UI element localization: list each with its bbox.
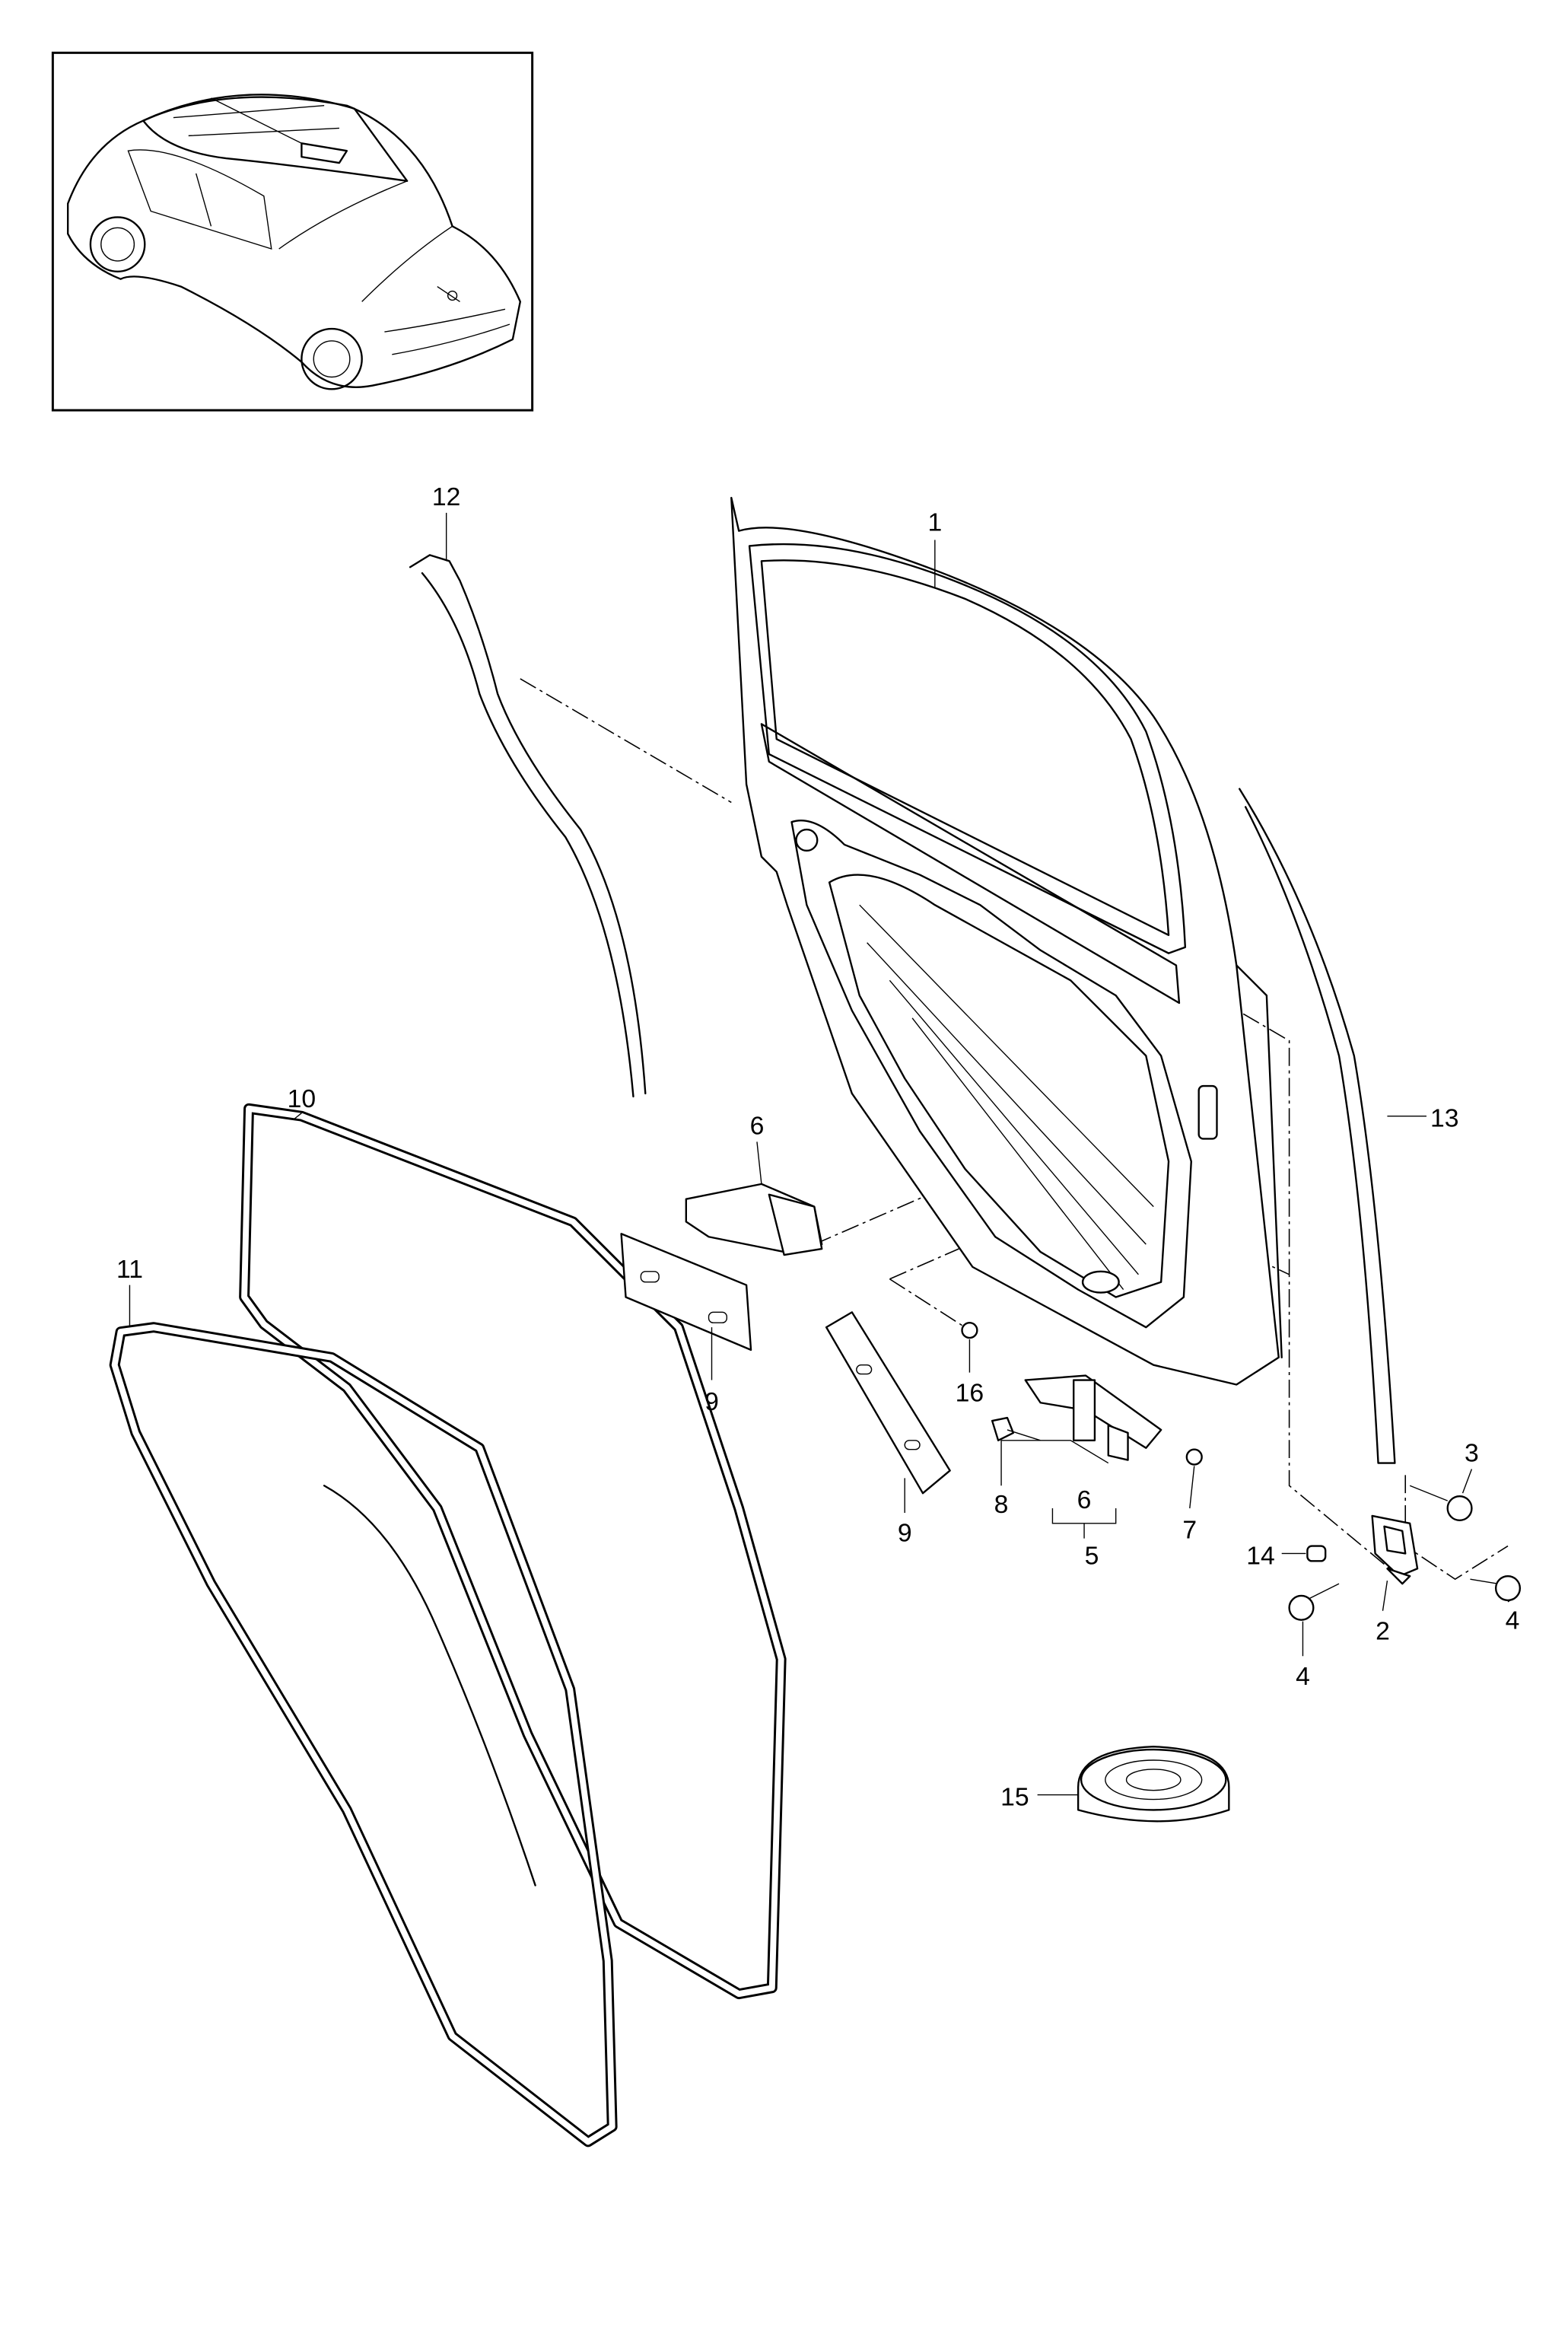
callout-11: 11 <box>116 1256 143 1284</box>
part-11-door-seal <box>109 1322 618 2148</box>
callout-labels: 1 2 3 4 4 5 6 6 7 8 9 9 10 11 12 13 14 1… <box>116 483 1519 1811</box>
part-15-tape-roll <box>1077 1745 1230 1823</box>
callout-13: 13 <box>1430 1105 1458 1133</box>
callout-2: 2 <box>1376 1617 1390 1645</box>
part-6-check-strap <box>685 1183 823 1256</box>
callout-5: 5 <box>1085 1542 1099 1570</box>
part-14-cap <box>1306 1545 1327 1562</box>
rear-door-shell <box>730 496 1283 1386</box>
part-2-hinge <box>1371 1514 1419 1585</box>
callout-6: 6 <box>1077 1486 1092 1514</box>
callout-6: 6 <box>750 1112 765 1140</box>
part-9-pad-2 <box>825 1311 951 1495</box>
leader-lines <box>129 512 1513 1796</box>
callout-16: 16 <box>956 1379 984 1407</box>
callout-3: 3 <box>1465 1440 1479 1468</box>
part-3-bolt <box>1409 1485 1473 1522</box>
vehicle-thumbnail <box>51 51 534 412</box>
callout-4: 4 <box>1506 1607 1520 1635</box>
callout-14: 14 <box>1246 1542 1274 1570</box>
callout-1: 1 <box>927 509 942 537</box>
callout-7: 7 <box>1182 1517 1197 1545</box>
callout-10: 10 <box>288 1085 316 1113</box>
part-5-door-check <box>961 1322 1203 1466</box>
callout-8: 8 <box>994 1491 1009 1519</box>
callout-12: 12 <box>432 483 460 511</box>
part-9-pad <box>620 1233 752 1352</box>
callout-15: 15 <box>1000 1783 1029 1811</box>
part-4-bolt <box>1288 1575 1522 1621</box>
part-13-seal-strip <box>1239 788 1396 1464</box>
callout-4: 4 <box>1296 1663 1310 1691</box>
part-12-seal-strip <box>409 554 647 1098</box>
callout-9: 9 <box>704 1388 719 1416</box>
callout-9: 9 <box>898 1520 912 1548</box>
